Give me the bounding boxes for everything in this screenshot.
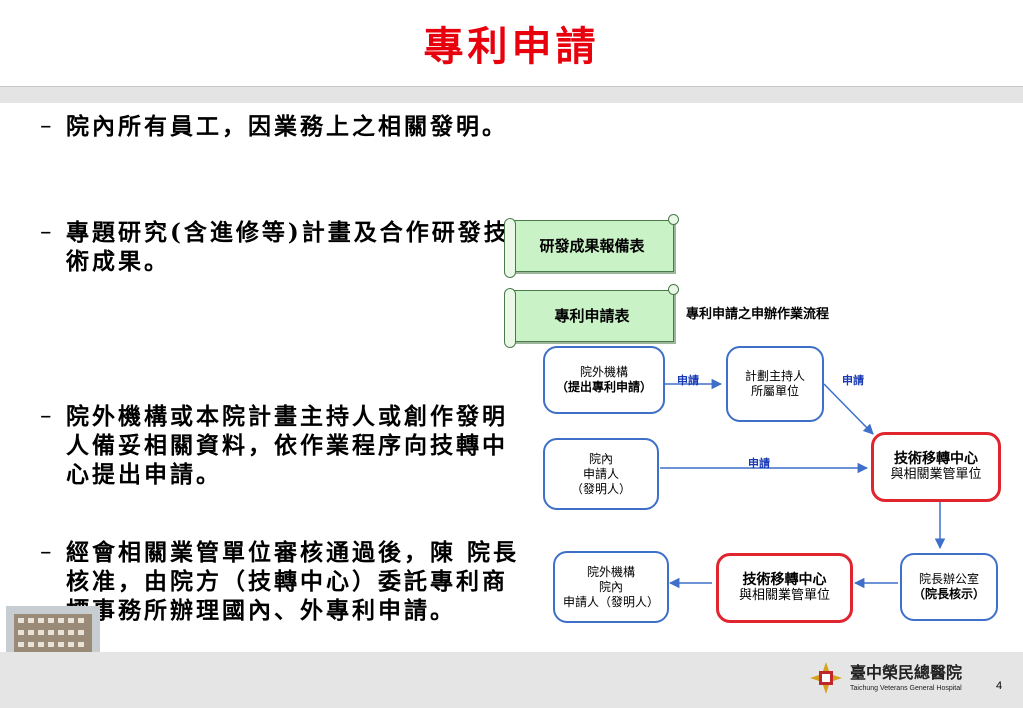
apply-label-2: 申請	[842, 374, 864, 387]
apply-label-1: 申請	[677, 374, 699, 387]
bullet-item-1: – 院內所有員工，因業務上之相關發明。	[40, 112, 520, 141]
patent-application-form-label: 專利申請表	[554, 307, 630, 325]
external-org-line2: （提出專利申請）	[555, 380, 652, 394]
internal-applicant-box: 院內 申請人 （發明人）	[543, 438, 659, 510]
hospital-logo-icon	[810, 662, 842, 694]
tech-center2-line1: 技術移轉中心	[742, 572, 827, 588]
internal-applicant-line1: 院內	[588, 451, 613, 466]
bullet-dash: –	[40, 403, 52, 429]
footer-bar	[0, 652, 1023, 708]
pi-unit-line1: 計劃主持人	[744, 369, 805, 383]
bullet-text: 經會相關業管單位審核通過後，陳 院長核准，由院方（技轉中心）委託專利商標事務所辦…	[66, 539, 520, 624]
tech-transfer-center-box: 技術移轉中心 與相關業管單位	[871, 432, 1001, 502]
president-office-line2: （院長核示）	[912, 587, 985, 601]
bullet-dash: –	[40, 539, 52, 565]
result-applicant-box: 院外機構 院內 申請人（發明人）	[553, 551, 669, 623]
apply-label-3: 申請	[748, 457, 770, 470]
tech-center2-line2: 與相關業管單位	[738, 588, 830, 603]
result-line2: 院內	[598, 579, 623, 594]
external-org-box: 院外機構 （提出專利申請）	[543, 346, 665, 414]
pi-unit-line2: 所屬單位	[750, 384, 799, 398]
hospital-name-en: Taichung Veterans General Hospital	[850, 685, 962, 692]
bullet-text: 院內所有員工，因業務上之相關發明。	[66, 113, 508, 140]
hospital-name: 臺中榮民總醫院	[850, 663, 963, 682]
patent-application-form: 專利申請表	[504, 284, 679, 348]
president-office-line1: 院長辦公室	[918, 572, 979, 586]
bullet-dash: –	[40, 113, 52, 139]
internal-applicant-line2: 申請人	[582, 466, 619, 481]
tech-center-line2: 與相關業管單位	[890, 467, 982, 482]
title-divider	[0, 86, 1023, 103]
research-report-form: 研發成果報備表	[504, 214, 679, 278]
page-title: 專利申請	[423, 23, 600, 70]
internal-applicant-line3: （發明人）	[570, 481, 631, 496]
tech-transfer-center-box-2: 技術移轉中心 與相關業管單位	[716, 553, 853, 623]
result-line3: 申請人（發明人）	[562, 594, 659, 609]
president-office-box: 院長辦公室 （院長核示）	[900, 553, 998, 621]
bullet-item-2: – 專題研究(含進修等)計畫及合作研發技術成果。	[40, 218, 520, 276]
research-report-form-label: 研發成果報備表	[539, 237, 645, 255]
arrow-pi-to-center	[823, 383, 874, 435]
bullet-item-4: – 經會相關業管單位審核通過後，陳 院長核准，由院方（技轉中心）委託專利商標事務…	[40, 538, 520, 625]
page-number: 4	[996, 680, 1003, 692]
bullet-item-3: – 院外機構或本院計畫主持人或創作發明人備妥相關資料，依作業程序向技轉中心提出申…	[40, 402, 520, 489]
bullet-dash: –	[40, 219, 52, 245]
tech-center-line1: 技術移轉中心	[894, 451, 978, 467]
pi-unit-box: 計劃主持人 所屬單位	[726, 346, 824, 422]
flow-caption: 專利申請之申辦作業流程	[686, 307, 830, 322]
external-org-line1: 院外機構	[579, 365, 628, 379]
bullet-text: 院外機構或本院計畫主持人或創作發明人備妥相關資料，依作業程序向技轉中心提出申請。	[66, 403, 508, 488]
bullet-text: 專題研究(含進修等)計畫及合作研發技術成果。	[66, 219, 510, 275]
result-line1: 院外機構	[586, 564, 635, 579]
